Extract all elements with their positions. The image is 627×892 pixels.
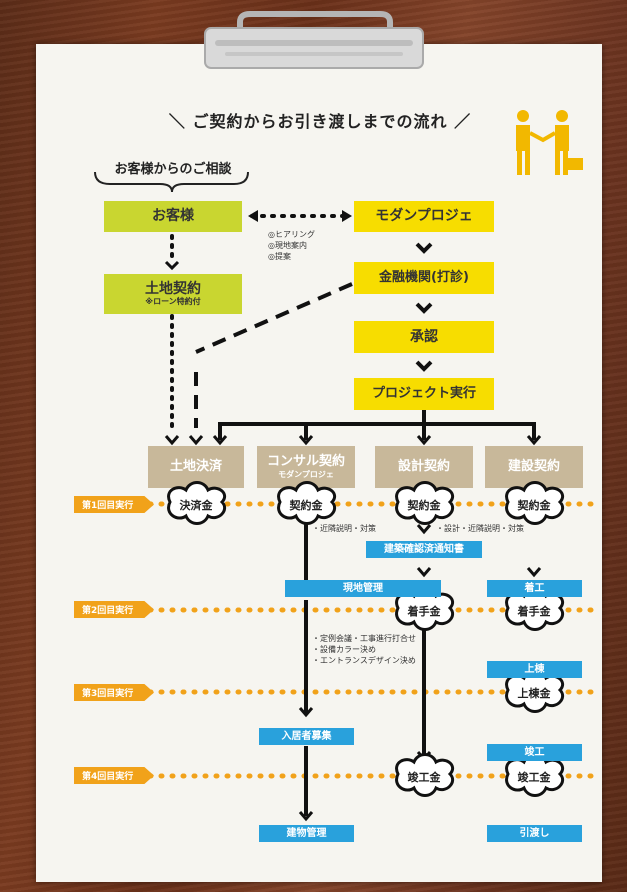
settle-fee-label: 決済金 — [179, 499, 213, 512]
build-start-fee-label: 着手金 — [517, 605, 551, 618]
loan-clause-note: ※ローン特約付 — [145, 297, 201, 307]
note-proposal: ◎提案 — [268, 251, 291, 261]
recruit-box: 入居者募集 — [259, 728, 354, 745]
site-manage-box: 現地管理 — [285, 580, 441, 597]
design-contract-box: 設計契約 — [375, 446, 473, 488]
page-title: ＼ ご契約からお引き渡しまでの流れ ／ — [168, 112, 472, 131]
design-fee-label: 契約金 — [407, 499, 441, 512]
design-start-fee-label: 着手金 — [407, 605, 441, 618]
modern-projet-box: モダンプロジェ — [354, 201, 494, 232]
build-fee-label: 契約金 — [517, 499, 551, 512]
stage-2-tag: 第2回目実行 — [74, 601, 154, 618]
project-exec-box: プロジェクト実行 — [354, 378, 494, 410]
building-manage-box: 建物管理 — [259, 825, 354, 842]
approval-box: 承認 — [354, 321, 494, 353]
bank-box: 金融機関(打診) — [354, 262, 494, 294]
color-note: ・設備カラー決め — [312, 644, 376, 654]
stage-4-tag: 第4回目実行 — [74, 767, 154, 784]
start-work-box: 着工 — [487, 580, 582, 597]
note-site-guide: ◎現地案内 — [268, 240, 307, 250]
note-hearing: ◎ヒアリング — [268, 230, 315, 239]
complete-box: 竣工 — [487, 744, 582, 761]
consult-fee-label: 契約金 — [289, 499, 323, 512]
land-settle-box: 土地決済 — [148, 446, 244, 488]
design-neighbor-note: ・設計・近隣説明・対策 — [436, 524, 524, 533]
entrance-note: ・エントランスデザイン決め — [312, 655, 416, 665]
stage-3-tag: 第3回目実行 — [74, 684, 154, 701]
handover-box: 引渡し — [487, 825, 582, 842]
design-complete-fee-label: 竣工金 — [407, 771, 441, 784]
stage-1-tag: 第1回目実行 — [74, 496, 154, 513]
neighbor-note: ・近隣説明・対策 — [312, 524, 376, 533]
roof-box: 上棟 — [487, 661, 582, 678]
consult-heading: お客様からのご相談 — [114, 162, 232, 177]
meeting-note: ・定例会議・工事進行打合せ — [312, 634, 416, 643]
consult-contract-box: コンサル契約 モダンプロジェ — [257, 446, 355, 488]
build-contract-box: 建設契約 — [485, 446, 583, 488]
build-complete-fee-label: 竣工金 — [517, 771, 551, 784]
confirm-notice-box: 建築確認済通知書 — [366, 541, 482, 558]
consult-contract-sub: モダンプロジェ — [278, 469, 334, 479]
land-contract-box: 土地契約 ※ローン特約付 — [104, 274, 242, 314]
customer-box: お客様 — [104, 201, 242, 232]
roof-fee-label: 上棟金 — [517, 687, 551, 700]
